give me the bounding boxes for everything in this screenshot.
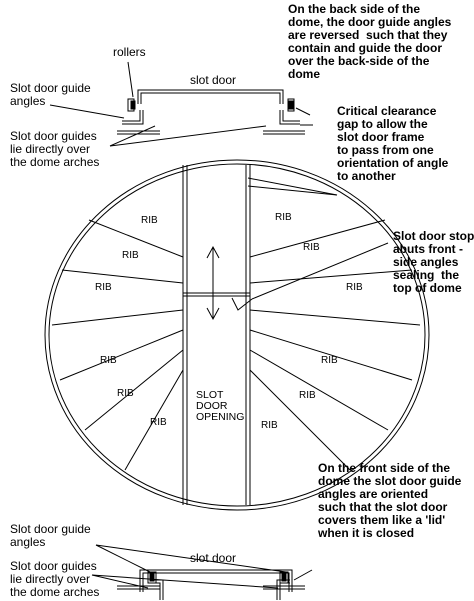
guides-bottom-label: Slot door guides lie directly over the d… xyxy=(10,559,100,599)
ribs xyxy=(51,219,421,471)
slot-opening-frame xyxy=(182,165,251,505)
slot-door-top-label: slot door xyxy=(190,73,237,87)
rib-label: RIB xyxy=(122,250,139,261)
rib-label: RIB xyxy=(303,242,320,253)
top-slot-door-detail xyxy=(49,61,313,147)
rib-label: RIB xyxy=(275,212,292,223)
rib-label: RIB xyxy=(321,355,338,366)
back-side-note: On the back side of the dome, the door g… xyxy=(288,2,452,81)
rib-label: RIB xyxy=(346,282,363,293)
rib-label: RIB xyxy=(95,282,112,293)
rib-label: RIB xyxy=(299,390,316,401)
bottom-slot-door-detail xyxy=(91,544,313,600)
travel-arrow xyxy=(206,245,220,321)
front-side-note: On the front side of the dome the slot d… xyxy=(318,461,462,540)
clearance-note: Critical clearance gap to allow the slot… xyxy=(337,104,449,183)
rib-label: RIB xyxy=(117,388,134,399)
slot-door-opening-label: SLOT DOOR OPENING xyxy=(196,389,245,423)
rib-label: RIB xyxy=(150,417,167,428)
rib-label: RIB xyxy=(100,355,117,366)
guides-top-label: Slot door guides lie directly over the d… xyxy=(10,129,100,169)
guide-angles-bottom-label: Slot door guide angles xyxy=(10,522,91,549)
rollers-label: rollers xyxy=(113,45,146,59)
rib-label: RIB xyxy=(141,215,158,226)
dome-circle xyxy=(44,159,430,511)
guide-angles-top-label: Slot door guide angles xyxy=(10,81,91,108)
rib-label: RIB xyxy=(261,420,278,431)
stop-note: Slot door stop abuts front - side angles… xyxy=(393,229,474,295)
slot-door-bottom-label: slot door xyxy=(190,551,237,565)
